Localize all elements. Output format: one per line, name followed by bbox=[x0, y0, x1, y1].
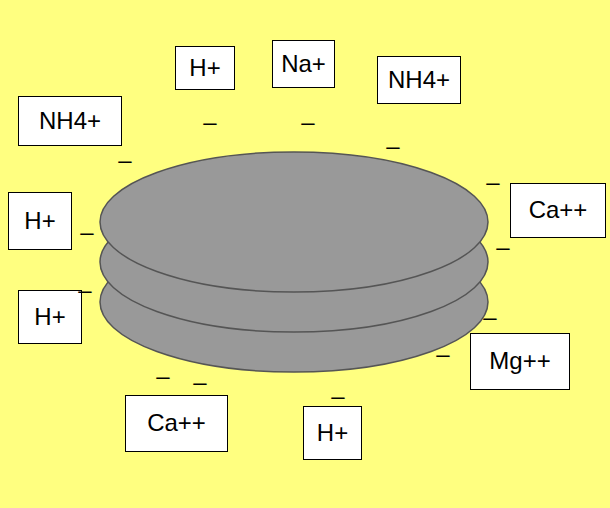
charge-sign: – bbox=[496, 235, 509, 259]
cation-label: H+ bbox=[317, 420, 348, 446]
cation-label: Mg++ bbox=[489, 348, 550, 374]
cation-box: NH4+ bbox=[18, 96, 122, 146]
cation-label: H+ bbox=[189, 55, 220, 81]
cation-box: Ca++ bbox=[510, 183, 606, 238]
cation-box: NH4+ bbox=[377, 56, 461, 104]
cation-box: H+ bbox=[18, 290, 82, 344]
cation-label: NH4+ bbox=[39, 108, 101, 134]
charge-sign: – bbox=[486, 170, 499, 194]
charge-sign: – bbox=[193, 370, 206, 394]
cation-box: H+ bbox=[303, 406, 362, 460]
cation-label: NH4+ bbox=[388, 67, 450, 93]
cation-label: Na+ bbox=[281, 51, 326, 77]
charge-sign: – bbox=[118, 148, 131, 172]
charge-sign: – bbox=[80, 220, 93, 244]
cation-box: H+ bbox=[8, 192, 72, 250]
cation-box: Ca++ bbox=[125, 395, 228, 452]
charge-sign: – bbox=[301, 110, 314, 134]
cation-label: H+ bbox=[24, 208, 55, 234]
cation-box: Na+ bbox=[272, 40, 335, 88]
clay-layer bbox=[100, 152, 488, 292]
charge-sign: – bbox=[386, 134, 399, 158]
cation-label: H+ bbox=[34, 304, 65, 330]
cation-label: Ca++ bbox=[529, 197, 588, 223]
charge-sign: – bbox=[156, 364, 169, 388]
charge-sign: – bbox=[331, 384, 344, 408]
cation-box: Mg++ bbox=[470, 333, 570, 390]
cation-label: Ca++ bbox=[147, 410, 206, 436]
charge-sign: – bbox=[436, 342, 449, 366]
charge-sign: – bbox=[483, 305, 496, 329]
charge-sign: – bbox=[203, 110, 216, 134]
charge-sign: – bbox=[78, 278, 91, 302]
cation-box: H+ bbox=[175, 46, 235, 90]
